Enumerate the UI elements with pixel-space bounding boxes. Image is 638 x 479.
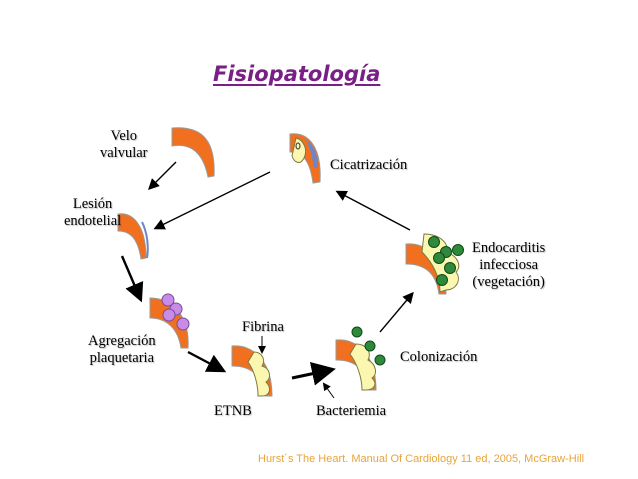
label-etnb: ETNB xyxy=(214,403,252,419)
arrow-agregacion-to-etnb xyxy=(187,350,227,373)
bacterium xyxy=(364,340,376,352)
platelet xyxy=(161,293,175,307)
label-agregacion-plaquetaria: Agregación plaquetaria xyxy=(88,333,156,366)
bacterium xyxy=(433,252,445,264)
valve-leaflet-normal xyxy=(171,127,215,178)
platelet xyxy=(176,317,190,331)
label-colonizacion: Colonización xyxy=(400,349,478,365)
arrow-endocarditis-to-cicatrizacion xyxy=(335,190,411,231)
arrow-lesion-to-agregacion xyxy=(120,255,144,303)
platelet xyxy=(162,308,176,322)
label-velo-valvular: Velo valvular xyxy=(100,128,148,161)
arrow-cicatrizacion-to-lesion xyxy=(153,171,271,230)
label-bacteriemia: Bacteriemia xyxy=(316,403,387,419)
valve-leaflet-platelets xyxy=(149,293,190,349)
valve-leaflet-vegetation xyxy=(405,233,464,295)
page-title: Fisiopatología xyxy=(213,62,381,86)
valve-leaflet-lesion xyxy=(117,213,149,260)
bacterium xyxy=(452,244,464,256)
valve-leaflet-healed xyxy=(289,133,321,184)
label-cicatrizacion: Cicatrización xyxy=(330,157,408,173)
arrow-velo-to-lesion xyxy=(148,161,177,190)
bacterium xyxy=(444,262,456,274)
citation: Hurst´s The Heart. Manual Of Cardiology … xyxy=(258,453,585,465)
arrow-colonizacion-to-endocarditis xyxy=(379,291,414,333)
arrow-bacteriemia-pointer xyxy=(322,382,335,399)
bacterium xyxy=(436,274,448,286)
bacterium xyxy=(374,354,386,366)
label-fibrina: Fibrina xyxy=(242,319,284,335)
label-endocarditis: Endocarditis infecciosa (vegetación) xyxy=(472,240,546,290)
label-lesion-endotelial: Lesión endotelial xyxy=(64,196,122,229)
valve-leaflet-etnb xyxy=(231,345,273,397)
bacterium xyxy=(428,236,440,248)
bacterium xyxy=(351,326,363,338)
arrow-etnb-to-colonizacion xyxy=(291,361,336,386)
valve-leaflet-colonization xyxy=(335,326,386,391)
